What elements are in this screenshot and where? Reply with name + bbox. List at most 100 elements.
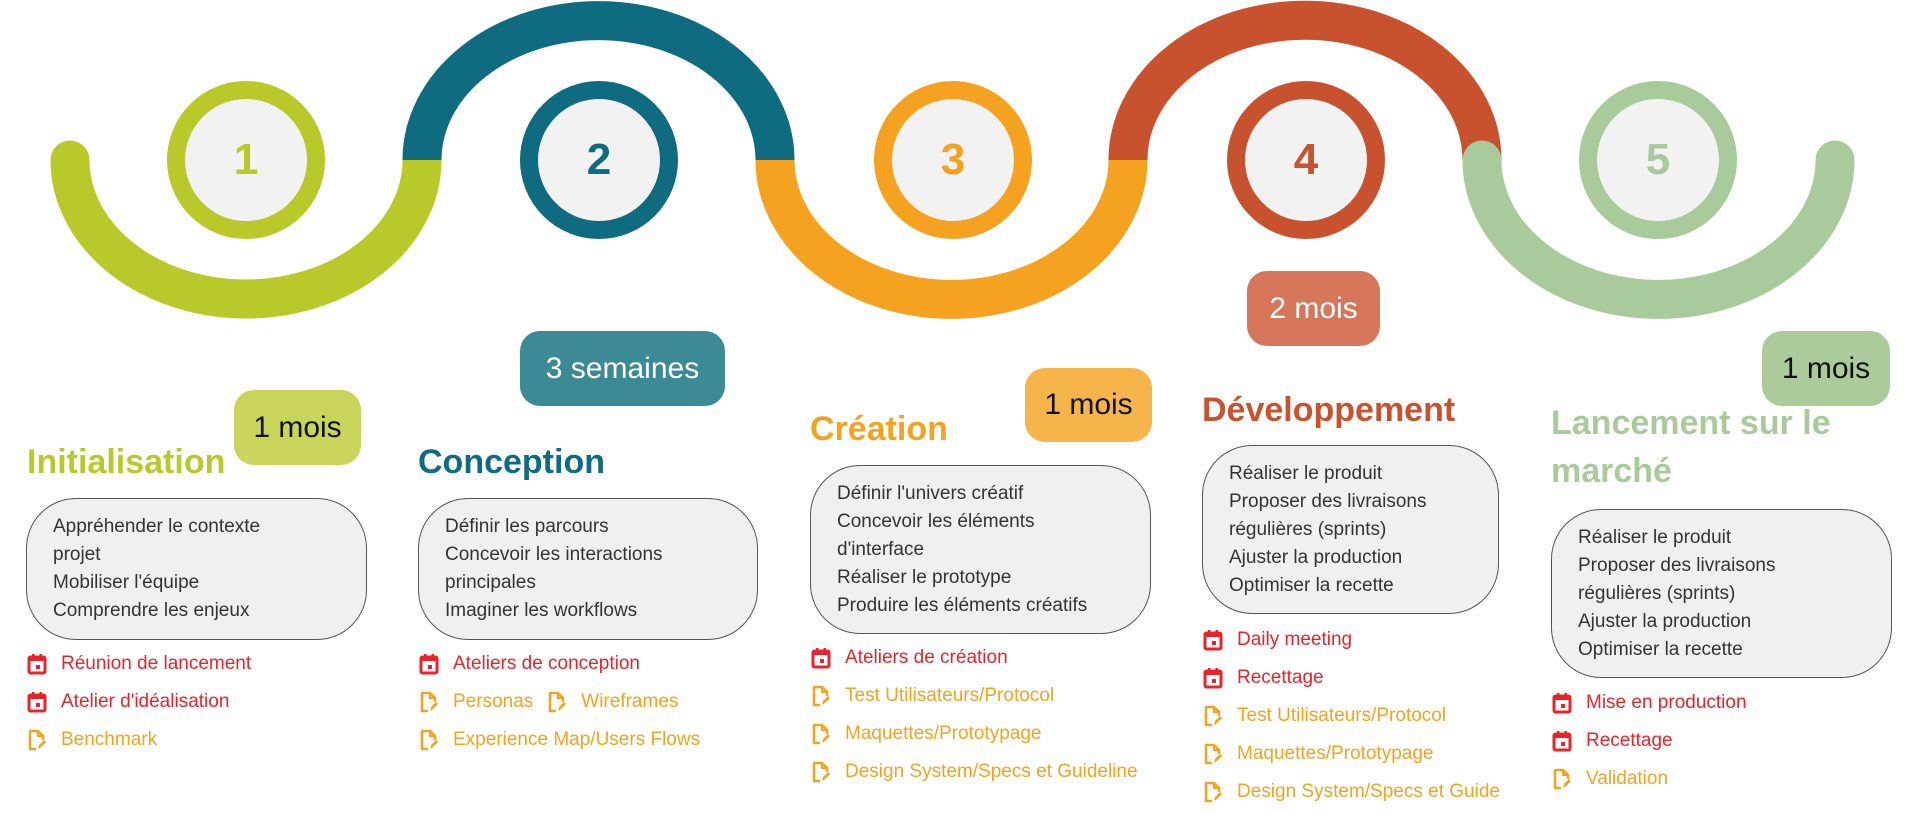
task: régulières (sprints) bbox=[1229, 519, 1387, 540]
item-label: Réunion de lancement bbox=[61, 653, 252, 674]
deliverables-3: Ateliers de création Test Utilisateurs/P… bbox=[811, 639, 1138, 791]
item-label: Validation bbox=[1586, 768, 1669, 789]
deliverables-4: Daily meeting Recettage Test Utilisateur… bbox=[1203, 621, 1525, 811]
item-label: Daily meeting bbox=[1237, 629, 1353, 650]
event-item: Recettage bbox=[1203, 659, 1525, 697]
item-label: Ateliers de conception bbox=[453, 653, 640, 674]
task: Ajuster la production bbox=[1578, 611, 1752, 632]
item-label: Ateliers de création bbox=[845, 647, 1008, 668]
task: Ajuster la production bbox=[1229, 547, 1403, 568]
deliverable-item: Benchmark bbox=[27, 721, 251, 759]
calendar-icon bbox=[811, 647, 831, 669]
step-circle-5: 5 bbox=[1579, 81, 1737, 239]
phase-title-5-line-2: marché bbox=[1551, 452, 1672, 490]
task: Concevoir les éléments bbox=[837, 511, 1035, 532]
item-label: Personas bbox=[453, 691, 534, 712]
task: Mobiliser l'équipe bbox=[53, 572, 200, 593]
timeline-wave bbox=[50, 0, 1855, 319]
calendar-icon bbox=[27, 653, 47, 675]
task: d'interface bbox=[837, 539, 925, 560]
event-item: Mise en production bbox=[1552, 684, 1747, 722]
phase-title-1: Initialisation bbox=[27, 443, 226, 481]
calendar-icon bbox=[1552, 692, 1572, 714]
step-circle-2: 2 bbox=[520, 81, 678, 239]
deliverables-1: Réunion de lancement Atelier d'idéalisat… bbox=[27, 645, 251, 759]
task: Définir les parcours bbox=[445, 516, 609, 537]
document-edit-icon bbox=[419, 729, 439, 751]
deliverable-item: Experience Map/Users Flows bbox=[419, 721, 700, 759]
task: régulières (sprints) bbox=[1578, 583, 1736, 604]
deliverable-item: Test Utilisateurs/Protocol bbox=[1203, 697, 1525, 735]
document-edit-icon bbox=[811, 761, 831, 783]
item-label: Test Utilisateurs/Protocol bbox=[845, 685, 1055, 706]
task: Comprendre les enjeux bbox=[53, 600, 250, 621]
document-edit-icon bbox=[811, 685, 831, 707]
event-item: Daily meeting bbox=[1203, 621, 1525, 659]
deliverable-item: Maquettes/Prototypage bbox=[1203, 735, 1525, 773]
deliverable-item: Validation bbox=[1552, 760, 1747, 798]
task: Imaginer les workflows bbox=[445, 600, 638, 621]
document-edit-icon bbox=[1203, 743, 1223, 765]
deliverable-item: Maquettes/Prototypage bbox=[811, 715, 1138, 753]
step-number: 2 bbox=[586, 135, 612, 184]
item-label: Recettage bbox=[1237, 667, 1324, 688]
event-item: Réunion de lancement bbox=[27, 645, 251, 683]
item-label: Design System/Specs et Guideline bbox=[845, 761, 1138, 782]
document-edit-icon bbox=[27, 729, 47, 751]
wave-segment-4 bbox=[1108, 0, 1502, 161]
step-circle-1: 1 bbox=[167, 81, 325, 239]
task: projet bbox=[53, 544, 101, 565]
deliverable-item: Test Utilisateurs/Protocol bbox=[811, 677, 1138, 715]
step-number: 3 bbox=[940, 135, 966, 184]
calendar-icon bbox=[27, 691, 47, 713]
event-item: Atelier d'idéalisation bbox=[27, 683, 251, 721]
document-edit-icon bbox=[1203, 781, 1223, 803]
duration-badge-3: 1 mois bbox=[1025, 368, 1152, 442]
wave-segment-5 bbox=[1462, 140, 1855, 319]
duration-badge-1: 1 mois bbox=[234, 390, 361, 465]
task: Réaliser le prototype bbox=[837, 567, 1012, 588]
calendar-icon bbox=[1203, 667, 1223, 689]
calendar-icon bbox=[419, 653, 439, 675]
wave-segment-2 bbox=[402, 1, 795, 161]
wave-segment-3 bbox=[755, 159, 1148, 319]
event-item: Ateliers de création bbox=[811, 639, 1138, 677]
task: Produire les éléments créatifs bbox=[837, 595, 1088, 616]
deliverable-item: Wireframes bbox=[547, 683, 678, 721]
item-label: Benchmark bbox=[61, 729, 158, 750]
step-number: 1 bbox=[233, 135, 259, 184]
task: Optimiser la recette bbox=[1578, 639, 1743, 660]
task: Appréhender le contexte bbox=[53, 516, 261, 537]
step-circle-3: 3 bbox=[874, 81, 1032, 239]
document-edit-icon bbox=[419, 691, 439, 713]
document-edit-icon bbox=[1203, 705, 1223, 727]
phase-title-5: Lancement sur le bbox=[1551, 404, 1831, 442]
task: principales bbox=[445, 572, 536, 593]
document-edit-icon bbox=[1552, 768, 1572, 790]
duration-badge-2: 3 semaines bbox=[520, 331, 725, 406]
item-label: Test Utilisateurs/Protocol bbox=[1237, 705, 1447, 726]
duration-badge-5: 1 mois bbox=[1762, 331, 1890, 406]
wave-segment-1 bbox=[50, 140, 442, 319]
document-edit-icon bbox=[547, 691, 567, 713]
calendar-icon bbox=[1552, 730, 1572, 752]
step-number: 4 bbox=[1293, 135, 1319, 184]
deliverable-item: Design System/Specs et Guideline bbox=[811, 753, 1138, 791]
step-circle-4: 4 bbox=[1227, 81, 1385, 239]
deliverables-5: Mise en production Recettage Validation bbox=[1552, 684, 1747, 798]
phase-title-3: Création bbox=[810, 410, 948, 448]
item-label: Experience Map/Users Flows bbox=[453, 729, 701, 750]
event-item: Recettage bbox=[1552, 722, 1747, 760]
task: Concevoir les interactions bbox=[445, 544, 663, 565]
phase-title-2: Conception bbox=[418, 443, 605, 481]
calendar-icon bbox=[1203, 629, 1223, 651]
step-number: 5 bbox=[1645, 135, 1671, 184]
item-label: Design System/Specs et Guide bbox=[1237, 781, 1500, 802]
deliverable-item: Design System/Specs et Guide bbox=[1203, 773, 1525, 811]
task: Réaliser le produit bbox=[1229, 463, 1383, 484]
item-label: Atelier d'idéalisation bbox=[61, 691, 230, 712]
deliverables-2: Ateliers de conception Personas Wirefram… bbox=[419, 645, 700, 759]
task: Définir l'univers créatif bbox=[837, 483, 1024, 504]
